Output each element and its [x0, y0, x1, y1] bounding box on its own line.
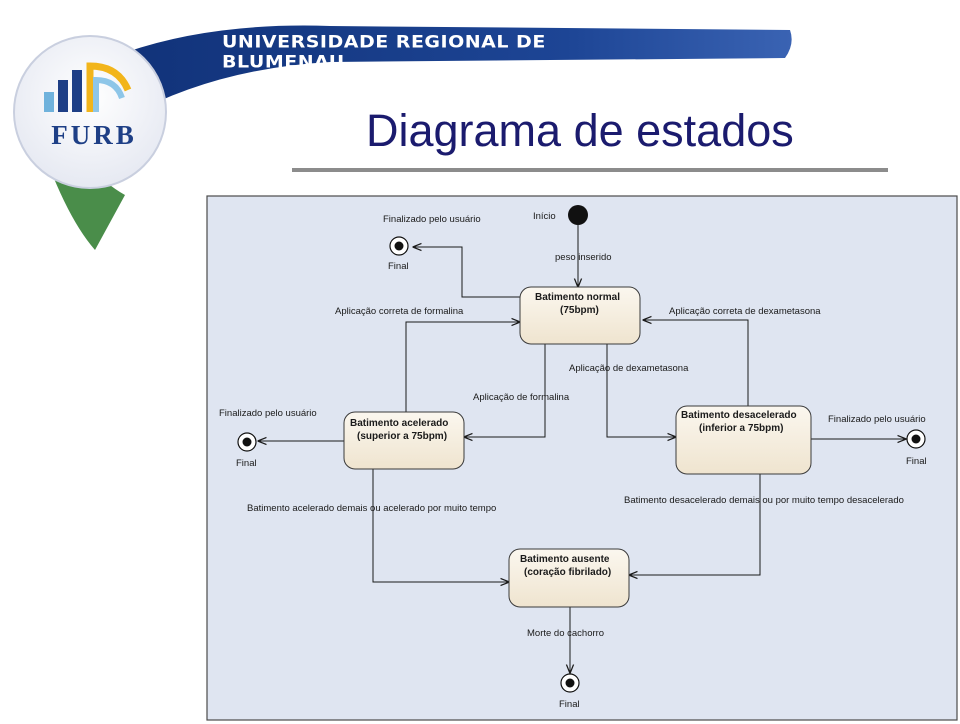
final-node-left [237, 432, 257, 452]
transition-acelerado-ausente [372, 468, 509, 582]
transition-normal-desacelerado [606, 344, 676, 437]
label-finalizado-top: Finalizado pelo usuário [383, 214, 481, 225]
label-formalina: Aplicação de formalina [473, 392, 570, 403]
state-acelerado-name: Batimento acelerado [350, 418, 448, 429]
label-final-top: Final [388, 261, 409, 272]
state-acelerado: Batimento acelerado (superior a 75bpm) [343, 411, 465, 470]
label-finalizado-right: Finalizado pelo usuário [828, 414, 926, 425]
label-inicio: Início [533, 211, 556, 222]
label-acelerado-demais: Batimento acelerado demais ou acelerado … [247, 503, 496, 514]
title-rule [292, 168, 888, 172]
label-final-right: Final [906, 456, 927, 467]
transition-acelerado-normal [405, 322, 520, 413]
diagram-canvas [206, 195, 958, 721]
transition-normal-final-top [413, 247, 520, 298]
state-acelerado-detail: (superior a 75bpm) [357, 431, 447, 442]
label-desacelerado-demais: Batimento desacelerado demais ou por mui… [624, 495, 904, 506]
final-node-right [906, 429, 926, 449]
header-banner [13, 25, 792, 250]
initial-node [568, 205, 588, 225]
label-formalina-correta: Aplicação correta de formalina [335, 306, 464, 317]
header-band [40, 25, 792, 140]
state-ausente-detail: (coração fibrilado) [524, 567, 611, 578]
state-desacelerado-name: Batimento desacelerado [681, 410, 797, 421]
state-normal-detail: (75bpm) [560, 305, 599, 316]
label-final-left: Final [236, 458, 257, 469]
state-ausente-name: Batimento ausente [520, 554, 610, 565]
state-desacelerado-detail: (inferior a 75bpm) [699, 423, 783, 434]
label-final-bottom: Final [559, 699, 580, 710]
state-ausente: Batimento ausente (coração fibrilado) [508, 548, 630, 608]
final-node-top [389, 236, 409, 256]
university-name: UNIVERSIDADE REGIONAL DE BLUMENAU [222, 32, 546, 72]
label-morte: Morte do cachorro [527, 628, 604, 639]
transition-desacelerado-ausente [629, 474, 761, 575]
label-peso-inserido: peso inserido [555, 252, 612, 263]
transitions [258, 225, 906, 673]
final-node-bottom [560, 673, 580, 693]
transition-normal-acelerado [464, 344, 546, 437]
state-desacelerado: Batimento desacelerado (inferior a 75bpm… [675, 405, 812, 475]
state-normal: Batimento normal (75bpm) [519, 286, 641, 345]
furb-logo: FURB [51, 120, 137, 150]
diagram-labels: Início Finalizado pelo usuário Final pes… [219, 211, 927, 710]
state-normal-name: Batimento normal [535, 292, 620, 303]
label-dexametasona: Aplicação de dexametasona [569, 363, 689, 374]
transition-desacelerado-normal [643, 320, 749, 407]
label-finalizado-left: Finalizado pelo usuário [219, 408, 317, 419]
page-title: Diagrama de estados [366, 105, 794, 156]
logo-mark [44, 62, 132, 112]
label-dexa-correta: Aplicação correta de dexametasona [669, 306, 821, 317]
